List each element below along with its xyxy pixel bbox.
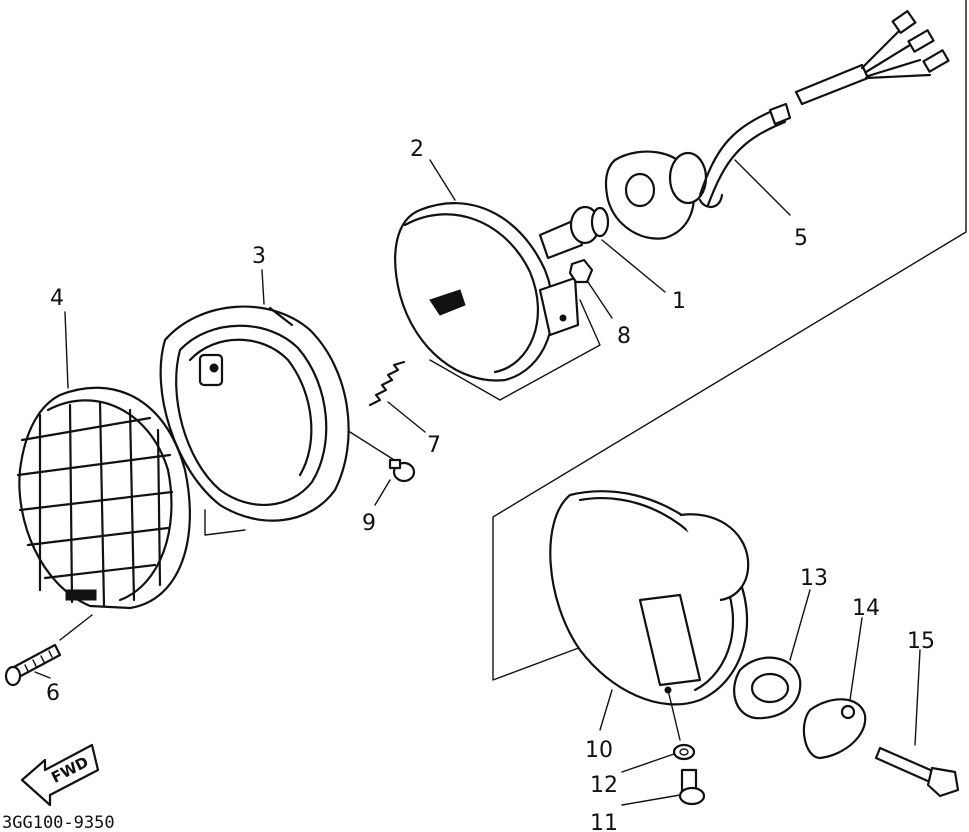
part-label-15: 15 <box>907 629 935 654</box>
grommet-13 <box>733 656 802 720</box>
headlight-guard <box>16 386 191 610</box>
part-label-9: 9 <box>362 511 376 536</box>
part-label-13: 13 <box>800 566 828 591</box>
washer-12 <box>672 743 696 761</box>
part-label-6: 6 <box>46 681 60 706</box>
headlight-housing <box>549 490 750 706</box>
part-label-1: 1 <box>672 289 686 314</box>
screw-9 <box>388 458 416 483</box>
headlight-rim <box>159 305 350 522</box>
headlight-lens-unit <box>394 202 580 382</box>
cover-14 <box>802 698 867 760</box>
part-label-2: 2 <box>410 137 424 162</box>
spring-7 <box>368 360 406 407</box>
bolt-15 <box>874 746 960 798</box>
socket-cord-5 <box>604 10 950 240</box>
forward-direction-arrow: FWD <box>20 743 100 807</box>
part-label-4: 4 <box>50 286 64 311</box>
leader-lines <box>34 159 921 806</box>
part-label-8: 8 <box>617 324 631 349</box>
guard-grid <box>16 400 174 608</box>
part-label-5: 5 <box>794 226 808 251</box>
part-label-11: 11 <box>590 811 618 832</box>
screw-6 <box>4 643 62 687</box>
part-labels: 1 2 3 4 5 6 7 8 9 10 11 12 13 14 15 <box>46 137 935 832</box>
part-label-3: 3 <box>252 244 266 269</box>
part-label-14: 14 <box>852 596 880 621</box>
part-label-10: 10 <box>585 738 613 763</box>
nut-8 <box>568 258 594 284</box>
screw-11 <box>678 768 706 806</box>
part-label-12: 12 <box>590 773 618 798</box>
drawing-code: 3GG100-9350 <box>2 813 115 832</box>
bulb-1 <box>538 205 610 260</box>
part-label-7: 7 <box>427 433 441 458</box>
